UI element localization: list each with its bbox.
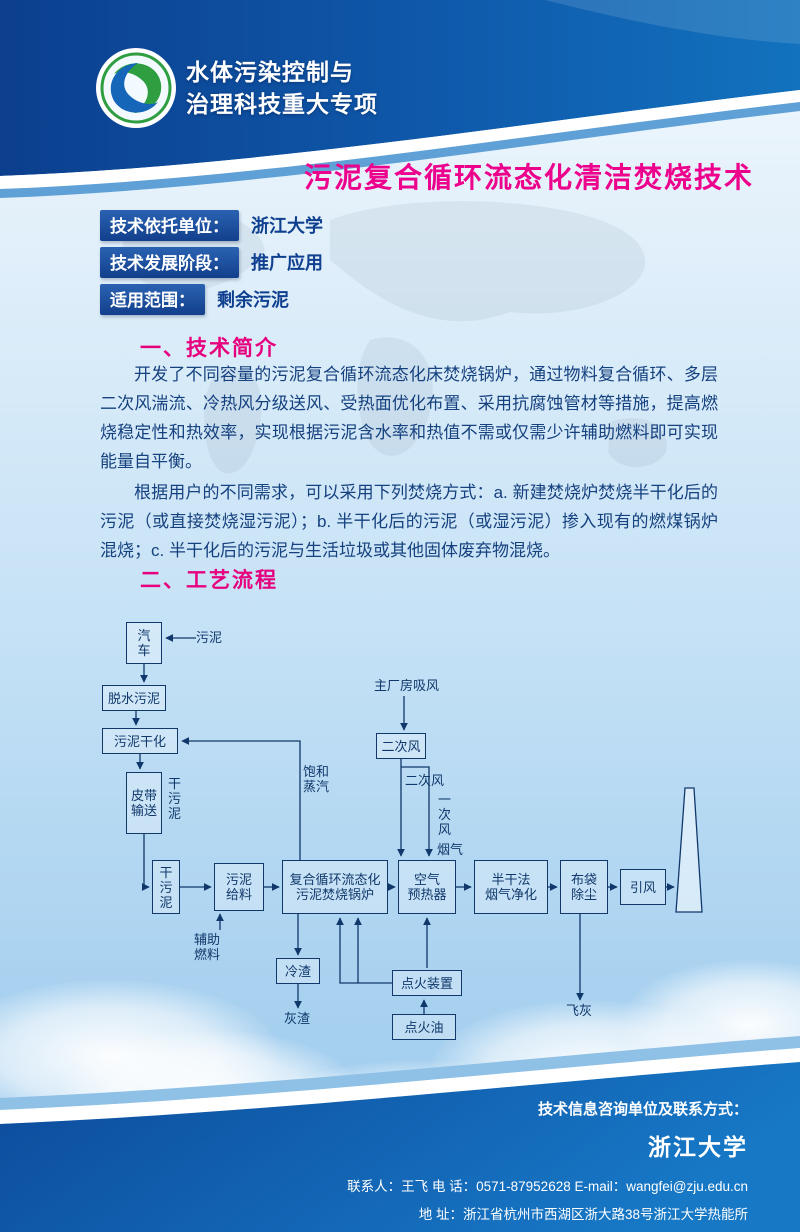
info-row-stage: 技术发展阶段： 推广应用	[100, 246, 323, 278]
program-title-line1: 水体污染控制与	[186, 59, 354, 85]
program-title-line2: 治理科技重大专项	[186, 91, 378, 117]
footer-light-ribbon	[0, 1036, 800, 1110]
flow-label-saturated-steam: 饱和 蒸汽	[303, 764, 330, 794]
process-flowchart: 汽 车 污泥 脱水污泥 污泥干化 皮带 输送 干 污 泥 干 污 泥 污泥 给料…	[0, 612, 800, 1072]
header-corner-highlight	[545, 0, 800, 44]
flow-node-semidry-purification: 半干法 烟气净化	[474, 860, 548, 914]
info-label-unit: 技术依托单位：	[100, 209, 239, 241]
footer-organization: 浙江大学	[648, 1134, 748, 1160]
flow-label-aux-fuel: 辅助 燃料	[194, 932, 221, 962]
flow-label-sludge: 污泥	[196, 630, 223, 645]
footer-white-ribbon	[0, 1048, 800, 1124]
info-label-stage: 技术发展阶段：	[100, 246, 239, 278]
flow-node-truck: 汽 车	[126, 622, 162, 664]
header-swoosh	[0, 0, 800, 198]
flow-label-dry-sludge: 干 污 泥	[168, 776, 182, 821]
flow-node-sludge-drying: 污泥干化	[102, 728, 178, 754]
program-logo	[96, 48, 176, 128]
flow-node-dry-sludge: 干 污 泥	[152, 860, 180, 914]
info-value-unit: 浙江大学	[251, 216, 323, 236]
info-value-stage: 推广应用	[251, 253, 323, 273]
page-title: 污泥复合循环流态化清洁焚烧技术	[303, 162, 754, 193]
flow-node-ignition-oil: 点火油	[392, 1014, 456, 1040]
footer-contact-heading: 技术信息咨询单位及联系方式：	[537, 1101, 748, 1118]
info-label-scope: 适用范围：	[100, 283, 205, 315]
footer-contact-line: 联系人：王飞 电 话：0571-87952628 E-mail：wangfei@…	[347, 1179, 748, 1194]
info-rows: 技术依托单位： 浙江大学 技术发展阶段： 推广应用 适用范围： 剩余污泥	[100, 209, 323, 323]
flow-arrows	[132, 634, 703, 1014]
info-row-unit: 技术依托单位： 浙江大学	[100, 209, 323, 241]
section-heading-process: 二、工艺流程	[140, 569, 278, 592]
header-white-ribbon	[0, 90, 800, 189]
program-title: 水体污染控制与 治理科技重大专项	[186, 56, 378, 120]
flow-label-plant-suction: 主厂房吸风	[374, 678, 440, 693]
flow-label-flue-gas: 烟气	[437, 842, 464, 857]
flow-node-belt-conveyor: 皮带 输送	[126, 772, 162, 834]
header-blue-ribbon	[0, 102, 800, 198]
footer-address-line: 地 址：浙江省杭州市西湖区浙大路38号浙江大学热能所	[418, 1207, 748, 1222]
footer-contact-block: 技术信息咨询单位及联系方式： 浙江大学 联系人：王飞 电 话：0571-8795…	[347, 1098, 748, 1231]
flow-node-incineration-boiler: 复合循环流态化 污泥焚烧锅炉	[282, 860, 388, 914]
section-heading-intro: 一、技术简介	[140, 337, 278, 360]
intro-paragraph-1: 开发了不同容量的污泥复合循环流态化床焚烧锅炉，通过物料复合循环、多层二次风湍流、…	[100, 365, 718, 471]
flow-node-air-preheater: 空气 预热器	[398, 860, 456, 914]
flow-node-ignition-device: 点火装置	[392, 970, 462, 996]
flow-label-ash: 灰渣	[284, 1011, 311, 1026]
info-value-scope: 剩余污泥	[217, 290, 289, 310]
flow-node-secondary-air-fan: 二次风	[376, 733, 426, 759]
footer-swoosh	[0, 1036, 800, 1232]
chimney-shape	[675, 787, 703, 913]
flow-node-sludge-feeder: 污泥 给料	[214, 863, 264, 911]
flow-label-fly-ash: 飞灰	[566, 1003, 593, 1018]
intro-paragraphs: 开发了不同容量的污泥复合循环流态化床焚烧锅炉，通过物料复合循环、多层二次风湍流、…	[100, 360, 718, 567]
flow-label-primary-air: 一 次 风	[438, 792, 452, 837]
flow-node-bag-filter: 布袋 除尘	[560, 860, 608, 914]
intro-paragraph-2: 根据用户的不同需求，可以采用下列焚烧方式：a. 新建焚烧炉焚烧半干化后的污泥（或…	[100, 483, 718, 560]
header-band	[0, 0, 800, 176]
footer-band	[0, 1062, 800, 1232]
flow-node-dewatered-sludge: 脱水污泥	[102, 685, 166, 711]
flow-label-secondary-air: 二次风	[405, 773, 445, 788]
flow-node-cold-slag: 冷渣	[276, 958, 320, 984]
info-row-scope: 适用范围： 剩余污泥	[100, 283, 323, 315]
flow-node-induced-draft-fan: 引风	[620, 869, 666, 905]
